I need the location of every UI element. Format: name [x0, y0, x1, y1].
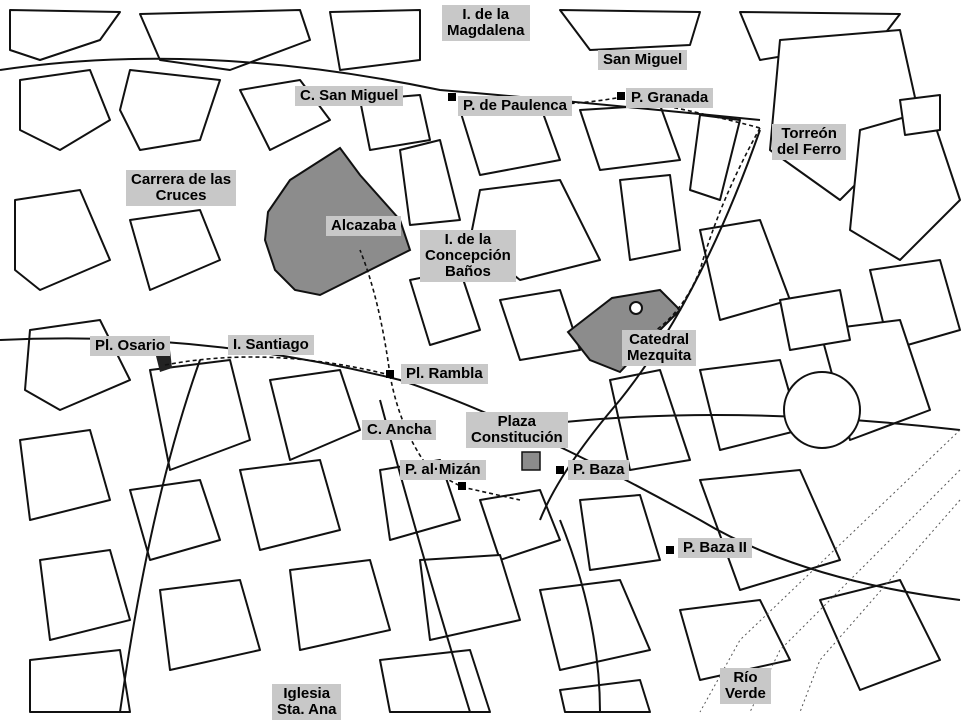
- label-pl-rambla: Pl. Rambla: [401, 364, 488, 384]
- roundabout: [783, 371, 861, 449]
- marker-p-baza: [556, 466, 564, 474]
- label-san-miguel: San Miguel: [598, 50, 688, 70]
- label-p-granada: P. Granada: [626, 88, 714, 108]
- label-magdalena: I. de la Magdalena: [442, 5, 530, 41]
- label-p-baza-ii: P. Baza II: [678, 538, 752, 558]
- label-p-baza: P. Baza: [568, 460, 630, 480]
- label-p-al-mizan: P. al·Mizán: [400, 460, 486, 480]
- label-plaza-constitucion: Plaza Constitución: [466, 412, 568, 448]
- label-c-san-miguel: C. San Miguel: [295, 86, 404, 106]
- label-torreon-del-ferro: Torreón del Ferro: [772, 124, 847, 160]
- label-p-de-paulenca: P. de Paulenca: [458, 96, 572, 116]
- street-blocks: [9, 9, 961, 713]
- label-carrera-de-las-cruces: Carrera de las Cruces: [126, 170, 237, 206]
- label-i-santiago: I. Santiago: [228, 335, 314, 355]
- marker-pl-rambla: [386, 370, 394, 378]
- marker-p-al-mizan: [458, 482, 466, 490]
- marker-p-baza-ii: [666, 546, 674, 554]
- label-catedral-mezquita: Catedral Mezquita: [622, 330, 697, 366]
- marker-c-san-miguel: [448, 93, 456, 101]
- label-c-ancha: C. Ancha: [362, 420, 437, 440]
- plaza-constitucion-block: [521, 451, 541, 471]
- catedral-dome-icon: [629, 301, 643, 315]
- label-iglesia-sta-ana: Iglesia Sta. Ana: [272, 684, 342, 720]
- label-pl-osario: Pl. Osario: [90, 336, 171, 356]
- label-alcazaba: Alcazaba: [326, 216, 402, 236]
- marker-p-granada: [617, 92, 625, 100]
- label-rio-verde: Río Verde: [720, 668, 771, 704]
- label-concepcion-banos: I. de la Concepción Baños: [420, 230, 516, 282]
